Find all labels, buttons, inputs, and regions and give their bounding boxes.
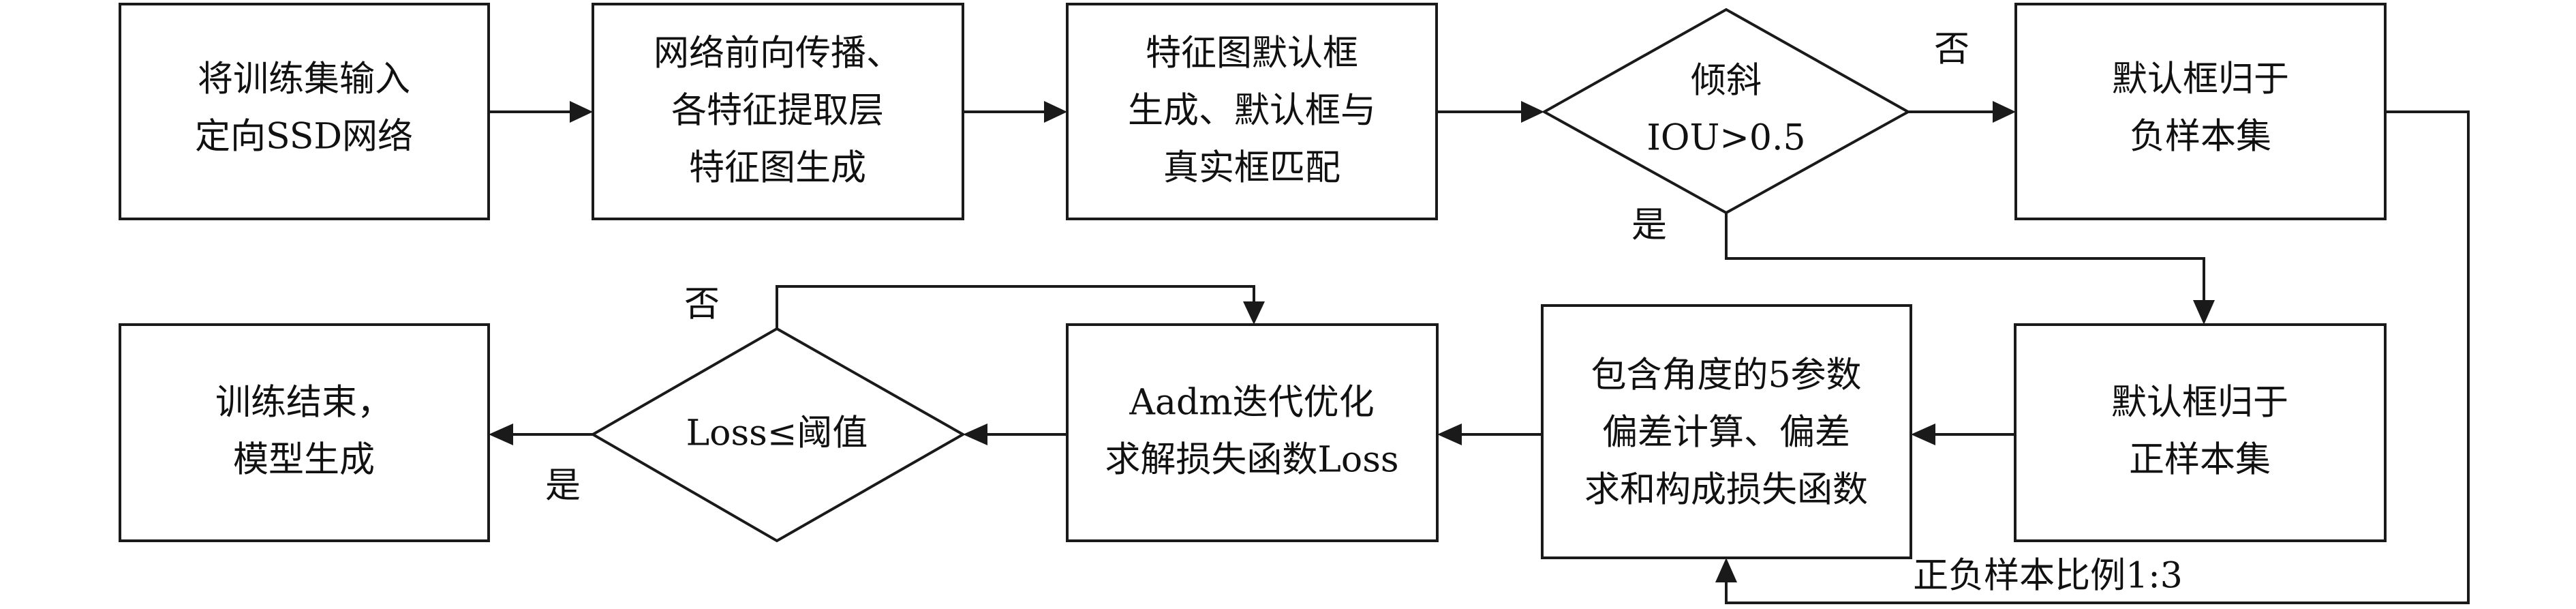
label-check-yes: 是 [545, 466, 581, 507]
node-loss-calc-line-3: 求和构成损失函数 [1584, 470, 1868, 511]
label-sample-ratio: 正负样本比例1:3 [1913, 556, 2183, 597]
node-optimize-line-2: 求解损失函数Loss [1105, 440, 1398, 481]
node-negative-line-2: 负样本集 [2130, 117, 2271, 158]
arrowhead [1243, 301, 1265, 325]
arrowhead [1437, 424, 1462, 445]
edge-check-optimize-no [776, 285, 1255, 329]
arrowhead [1911, 424, 1935, 445]
node-negative: 默认框归于 负样本集 [2014, 3, 2387, 220]
node-loss-calc: 包含角度的5参数 偏差计算、偏差 求和构成损失函数 [1541, 304, 1912, 559]
node-loss-calc-line-1: 包含角度的5参数 [1591, 355, 1861, 396]
node-iou-decision: 倾斜 IOU>0.5 [1541, 8, 1912, 215]
node-optimize-line-1: Aadm迭代优化 [1129, 383, 1374, 424]
label-check-no: 否 [684, 284, 720, 325]
label-iou-yes: 是 [1631, 205, 1667, 246]
node-default-box-line-1: 特征图默认框 [1146, 33, 1358, 74]
node-negative-line-1: 默认框归于 [2112, 59, 2289, 100]
edge-negative-ratio [1725, 110, 2470, 604]
node-default-box-line-2: 生成、默认框与 [1128, 91, 1376, 132]
node-forward-line-3: 特征图生成 [689, 148, 866, 189]
node-input-line-1: 将训练集输入 [198, 59, 410, 100]
node-end: 训练结束， 模型生成 [119, 323, 490, 542]
node-loss-check-decision: Loss≤阈值 [589, 327, 966, 543]
arrowhead [570, 101, 593, 123]
node-default-box: 特征图默认框 生成、默认框与 真实框匹配 [1066, 3, 1438, 220]
node-forward-line-2: 各特征提取层 [671, 91, 884, 132]
arrowhead [2193, 300, 2215, 325]
node-positive: 默认框归于 正样本集 [2014, 323, 2387, 542]
node-forward-line-1: 网络前向传播、 [654, 33, 902, 74]
node-iou-line-2: IOU>0.5 [1646, 118, 1805, 159]
node-end-line-1: 训练结束， [215, 383, 393, 424]
node-positive-line-1: 默认框归于 [2111, 383, 2288, 424]
arrowhead [1715, 558, 1737, 582]
connectors [489, 101, 2470, 604]
edge-iou-positive [1725, 213, 2205, 302]
node-loss-calc-line-2: 偏差计算、偏差 [1602, 413, 1850, 454]
node-forward: 网络前向传播、 各特征提取层 特征图生成 [592, 3, 964, 220]
arrowhead [1993, 101, 2016, 123]
node-input-line-2: 定向SSD网络 [195, 117, 413, 158]
node-check-line-1: Loss≤阈值 [686, 413, 868, 454]
arrowhead [1044, 101, 1067, 123]
label-iou-no: 否 [1934, 29, 1969, 70]
arrowhead [1521, 101, 1544, 123]
arrowhead [489, 424, 513, 445]
node-end-line-2: 模型生成 [233, 440, 375, 481]
arrowhead [963, 424, 987, 445]
node-default-box-line-3: 真实框匹配 [1163, 148, 1340, 189]
node-input: 将训练集输入 定向SSD网络 [119, 3, 490, 220]
node-optimize: Aadm迭代优化 求解损失函数Loss [1066, 323, 1439, 542]
node-iou-line-1: 倾斜 [1691, 61, 1762, 102]
edge-labels: 否 是 否 是 正负样本比例1:3 [545, 29, 2183, 597]
node-positive-line-2: 正样本集 [2129, 440, 2271, 481]
